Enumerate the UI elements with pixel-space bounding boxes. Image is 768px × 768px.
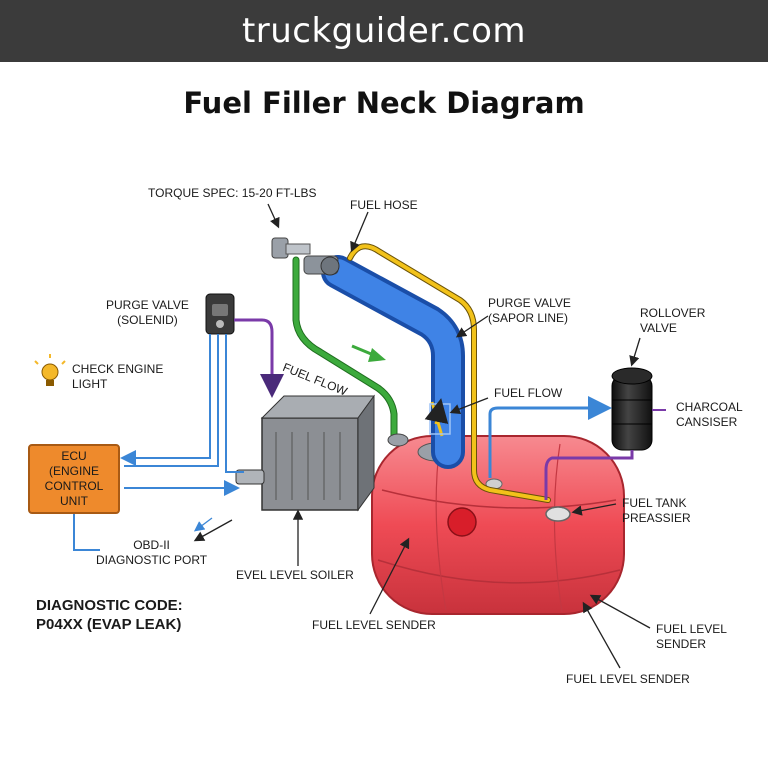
fuel-flow-right-label: FUEL FLOW xyxy=(494,386,563,400)
ecu-obd-wire xyxy=(73,514,100,551)
evel-level-soiler-label: EVEL LEVEL SOILER xyxy=(236,568,354,582)
fuel-tank-preassier-label: FUEL TANK PREASSIER xyxy=(622,496,691,525)
charcoal-canister-icon xyxy=(611,367,653,451)
site-banner: truckguider.com xyxy=(0,0,768,62)
fuel-hose-label: FUEL HOSE xyxy=(350,198,418,212)
fuel-level-sender-label-2: FUEL LEVEL SENDER xyxy=(656,622,727,651)
fuel-cap-fitting-icon xyxy=(271,237,340,276)
canister-purge-line xyxy=(544,450,634,500)
check-engine-bulb-icon xyxy=(34,354,66,386)
fuel-tank-icon xyxy=(371,435,625,615)
check-engine-label: CHECK ENGINE LIGHT xyxy=(72,362,164,391)
purge-valve-sapor-label: PURGE VALVE (SAPOR LINE) xyxy=(488,296,571,325)
purge-to-engine-line xyxy=(234,318,284,398)
fuel-level-sender-label-3: FUEL LEVEL SENDER xyxy=(566,672,690,686)
purge-solenoid-icon xyxy=(205,293,235,335)
fuel-level-sender-label-1: FUEL LEVEL SENDER xyxy=(312,618,436,632)
diagnostic-code-label: DIAGNOSTIC CODE: P04XX (EVAP LEAK) xyxy=(36,597,183,633)
obd-port-label: OBD-II DIAGNOSTIC PORT xyxy=(96,538,208,567)
rollover-valve-label: ROLLOVER VALVE xyxy=(640,306,706,335)
solenoid-ecu-wire xyxy=(120,334,211,466)
site-name: truckguider.com xyxy=(241,11,527,51)
purge-valve-solenid-label: PURGE VALVE (SOLENID) xyxy=(106,298,189,327)
vapor-to-canister-line xyxy=(488,396,612,478)
ecu-box: ECU (ENGINE CONTROL UNIT xyxy=(28,444,120,514)
engine-block-icon xyxy=(235,394,375,512)
torque-spec-label: TORQUE SPEC: 15-20 FT-LBS xyxy=(148,186,317,200)
fuel-flow-arrow-icon xyxy=(351,344,386,362)
ecu-label: ECU (ENGINE CONTROL UNIT xyxy=(44,449,104,508)
page-title: Fuel Filler Neck Diagram xyxy=(183,86,585,120)
leader-lines xyxy=(193,203,651,669)
charcoal-cansiser-label: CHARCOAL CANSISER xyxy=(676,400,743,429)
